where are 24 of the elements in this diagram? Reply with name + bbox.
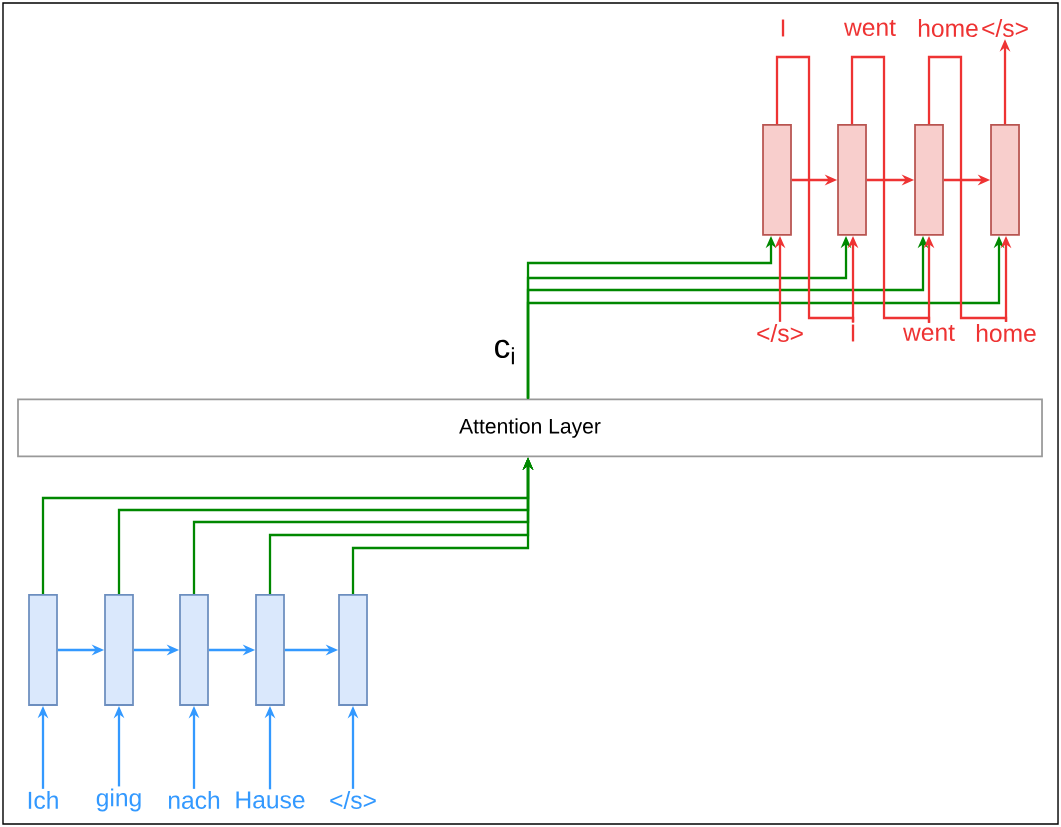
rnn-cell [28,594,58,706]
token-label: home [976,323,1036,343]
rnn-cell [104,594,134,706]
token-label: Ich [28,790,58,810]
rnn-cell [255,594,285,706]
token-label: ging [96,788,141,812]
rnn-cell [762,124,792,236]
token-label: Hause [236,791,305,809]
token-label: went [903,324,955,342]
rnn-cell [179,594,209,706]
context-vector-label: c$_{i}$ [495,339,514,365]
token-label: I [851,324,855,342]
token-label: </s> [982,18,1028,38]
token-label: nach [168,790,220,810]
layer-box: Attention Layer [17,398,1043,458]
rnn-cell [338,594,368,706]
token-label: I [781,19,785,37]
rnn-cell [837,124,867,236]
token-label: went [844,19,896,37]
rnn-cell [914,124,944,236]
token-label: </s> [757,323,803,343]
token-label: home [918,18,978,38]
rnn-cell [990,124,1020,236]
token-label: </s> [330,790,376,810]
